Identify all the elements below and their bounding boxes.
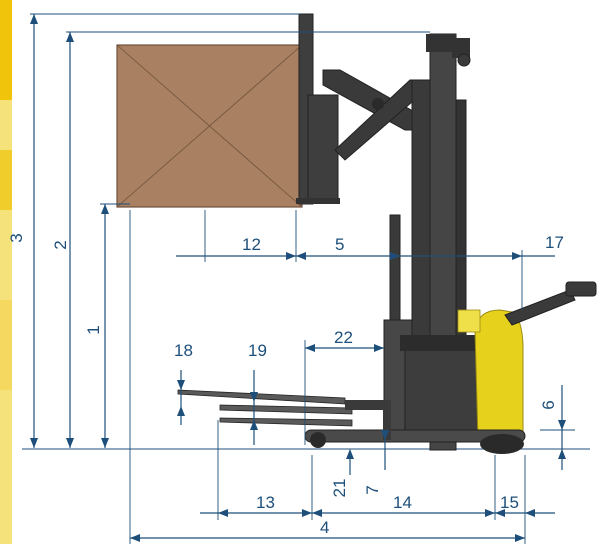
dim-label-19: 19 xyxy=(248,341,267,360)
edge-strip xyxy=(0,0,12,544)
chassis xyxy=(304,281,597,454)
lower-forks xyxy=(177,389,391,440)
dim-label-21: 21 xyxy=(330,479,349,498)
dim-label-1: 1 xyxy=(84,325,103,334)
dim-label-2: 2 xyxy=(51,240,70,249)
dimension-lines xyxy=(30,13,575,544)
load-box xyxy=(116,44,303,208)
dim-label-13: 13 xyxy=(256,493,275,512)
dim-label-4: 4 xyxy=(320,518,329,537)
dim-label-14: 14 xyxy=(393,493,412,512)
dim-label-15: 15 xyxy=(500,493,519,512)
dim-label-7: 7 xyxy=(363,485,382,494)
dim-label-22: 22 xyxy=(334,328,353,347)
dim-label-6: 6 xyxy=(539,400,558,409)
dim-label-17: 17 xyxy=(545,233,564,252)
dim-label-18: 18 xyxy=(174,341,193,360)
dim-label-12: 12 xyxy=(242,235,261,254)
dim-label-5: 5 xyxy=(335,235,344,254)
dim-label-3: 3 xyxy=(7,233,26,242)
